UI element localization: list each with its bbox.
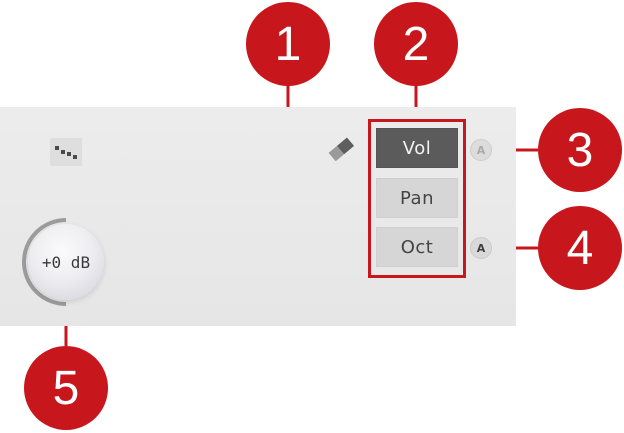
callout-3: 3: [538, 108, 622, 192]
callout-5: 5: [24, 346, 108, 430]
automation-badge-vol[interactable]: A: [470, 139, 492, 161]
callout-2: 2: [374, 2, 458, 86]
callout-4: 4: [538, 206, 622, 290]
volume-knob[interactable]: +0 dB: [18, 214, 114, 310]
mode-selector-highlight: [368, 119, 466, 278]
knob-value-label: +0 dB: [41, 252, 91, 272]
mode-button-oct[interactable]: Oct: [376, 227, 458, 267]
mode-button-pan[interactable]: Pan: [376, 178, 458, 218]
drag-handle-icon[interactable]: [50, 138, 82, 166]
callout-1: 1: [246, 2, 330, 86]
knob-arc: [22, 218, 67, 306]
eraser-icon[interactable]: [325, 134, 357, 164]
mode-button-vol[interactable]: Vol: [376, 128, 458, 168]
knob-body: [28, 224, 104, 300]
automation-badge-oct[interactable]: A: [470, 237, 492, 259]
